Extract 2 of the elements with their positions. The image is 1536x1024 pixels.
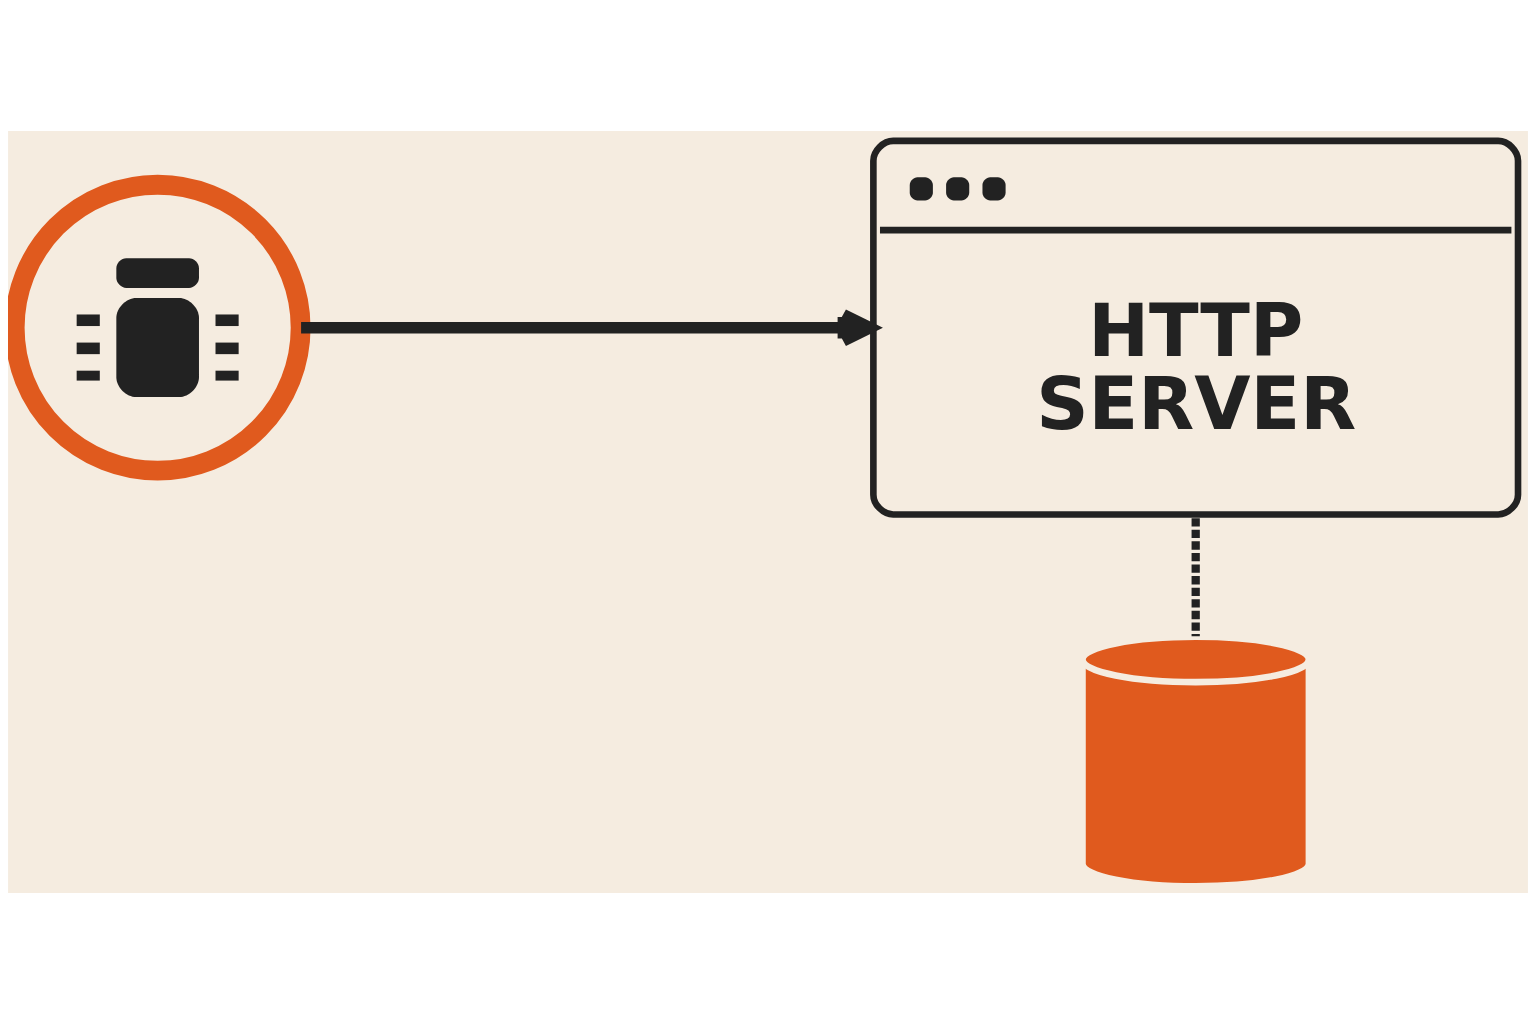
connector xyxy=(1191,518,1200,637)
node-picture xyxy=(8,174,311,481)
